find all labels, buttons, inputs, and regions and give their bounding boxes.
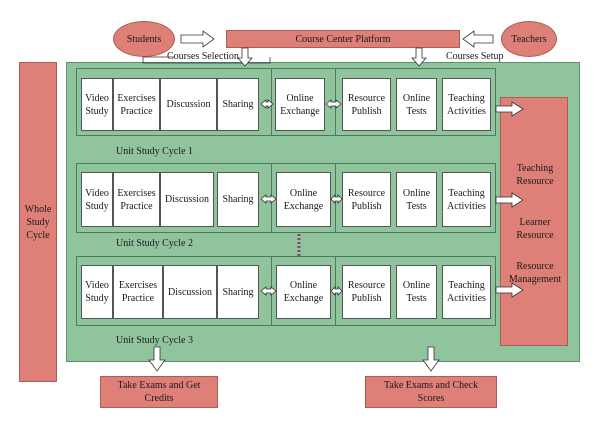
resource-publish-3: Resource Publish [342,265,391,319]
sharing-2: Sharing [217,172,259,227]
arrow-cycle2-to-resource [495,192,524,208]
video-study-3: Video Study [81,265,113,319]
whole-study-cycle: Whole Study Cycle [19,62,57,382]
arrow-cycle1-to-resource [495,101,524,117]
arrow-down-student-exam [148,346,166,372]
video-study-1: Video Study [81,78,113,131]
teacher-exam-label: Take Exams and Check Scores [384,380,478,404]
sharing-3: Sharing [217,265,259,319]
cycle-label-1: Unit Study Cycle 1 [116,146,193,157]
arrow-students-to-platform [180,30,215,48]
students-node: Students [113,21,175,57]
resource-management-label: Resource Management [508,261,562,285]
online-exchange-1: Online Exchange [275,78,325,131]
exercises-practice-2: Exercises Practice [113,172,160,227]
arrow-platform-down-left [237,47,253,67]
bidir-arrows-cycle-2 [260,194,343,204]
online-tests-2: Online Tests [396,172,437,227]
resource-management-box: Teaching Resource Learner Resource Resou… [500,97,568,346]
whole-study-cycle-label: Whole Study Cycle [24,203,52,241]
bidir-arrows-cycle-3 [260,286,343,296]
teaching-activities-1: Teaching Activities [442,78,491,131]
student-exam-box: Take Exams and Get Credits [100,376,218,408]
exercises-practice-1: Exercises Practice [113,78,160,131]
online-exchange-3: Online Exchange [276,265,331,319]
resource-publish-2: Resource Publish [342,172,391,227]
discussion-2: Discussion [160,172,214,227]
teaching-resource-label: Teaching Resource [516,163,554,187]
courses-selection-label: Courses Selection [167,51,239,62]
sharing-1: Sharing [217,78,259,131]
online-tests-3: Online Tests [396,265,437,319]
discussion-1: Discussion [160,78,217,131]
discussion-3: Discussion [163,265,217,319]
online-tests-1: Online Tests [396,78,437,131]
arrow-down-teacher-exam [422,346,440,372]
exercises-practice-3: Exercises Practice [113,265,163,319]
teachers-label: Teachers [511,33,547,45]
bidir-arrows-cycle-1 [260,99,342,109]
arrow-platform-down-right [411,47,427,67]
teachers-node: Teachers [501,21,557,57]
arrow-teachers-to-platform [462,30,494,48]
courses-selection-line [142,57,271,64]
resource-publish-1: Resource Publish [342,78,391,131]
video-study-2: Video Study [81,172,113,227]
teaching-activities-2: Teaching Activities [442,172,491,227]
student-exam-label: Take Exams and Get Credits [117,380,201,404]
teacher-exam-box: Take Exams and Check Scores [365,376,497,408]
online-exchange-2: Online Exchange [276,172,331,227]
students-label: Students [126,33,162,45]
cycle-label-3: Unit Study Cycle 3 [116,335,193,346]
platform-node: Course Center Platform [226,30,460,48]
courses-setup-label: Courses Setup [446,51,504,62]
learner-resource-label: Learner Resource [516,217,554,241]
teaching-activities-3: Teaching Activities [442,265,491,319]
platform-label: Course Center Platform [295,33,391,45]
arrow-cycle3-to-resource [495,282,524,298]
cycle-label-2: Unit Study Cycle 2 [116,238,193,249]
